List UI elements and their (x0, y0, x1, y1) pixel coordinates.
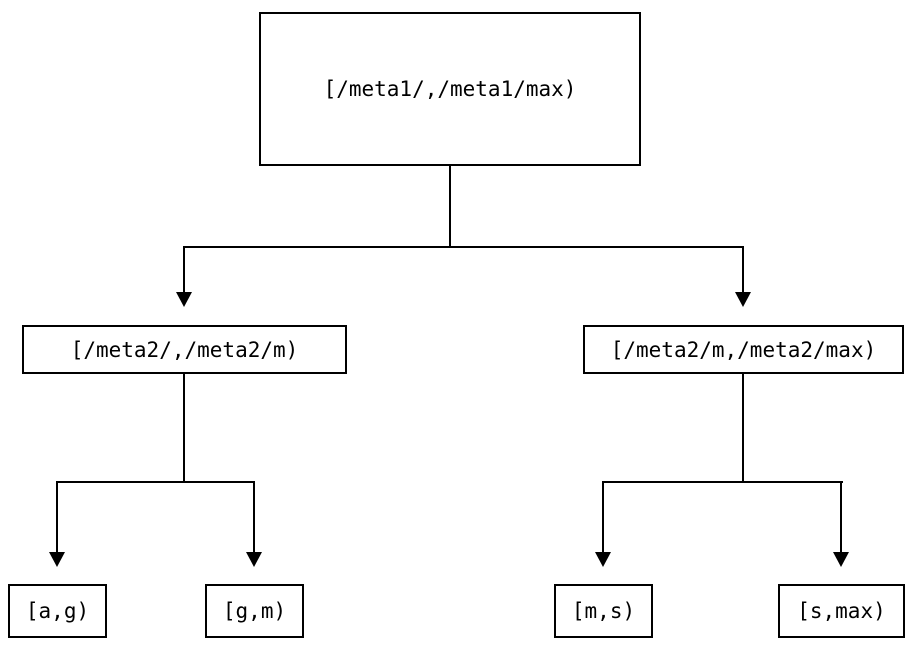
connector-horizontal-level1 (183, 246, 744, 248)
connector-horizontal-left-subtree (56, 481, 255, 483)
arrowhead-down-icon (49, 552, 65, 567)
connector-stem-root (449, 166, 451, 247)
arrowhead-down-icon (735, 292, 751, 307)
tree-leaf-g-m: [g,m) (205, 584, 304, 638)
arrowhead-down-icon (833, 552, 849, 567)
tree-leaf-m-s: [m,s) (554, 584, 653, 638)
tree-node-root: [/meta1/,/meta1/max) (259, 12, 641, 166)
arrowhead-down-icon (176, 292, 192, 307)
tree-leaf-a-g: [a,g) (8, 584, 107, 638)
tree-leaf-s-max: [s,max) (778, 584, 905, 638)
connector-drop-g-m (253, 481, 255, 553)
tree-node-meta2-right: [/meta2/m,/meta2/max) (583, 325, 904, 374)
connector-drop-meta2-left (183, 246, 185, 293)
connector-drop-a-g (56, 481, 58, 553)
arrowhead-down-icon (595, 552, 611, 567)
arrowhead-down-icon (246, 552, 262, 567)
connector-drop-m-s (602, 481, 604, 553)
connector-stem-meta2-left (183, 374, 185, 482)
connector-horizontal-right-subtree (602, 481, 843, 483)
connector-drop-s-max (840, 481, 842, 553)
tree-node-meta2-left: [/meta2/,/meta2/m) (22, 325, 347, 374)
connector-drop-meta2-right (742, 246, 744, 293)
connector-stem-meta2-right (742, 374, 744, 482)
